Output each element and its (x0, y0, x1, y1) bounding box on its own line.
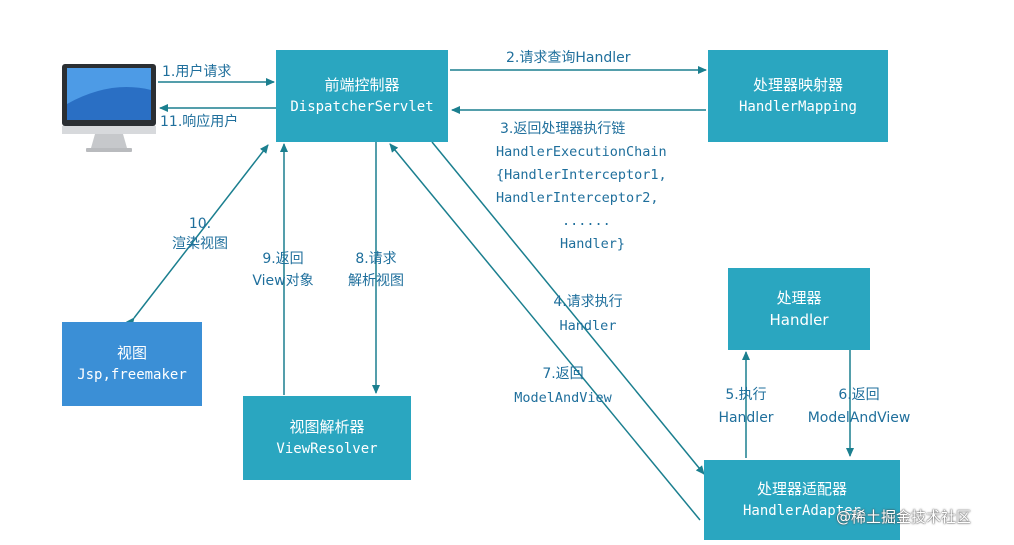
step-4-number: 4.请求执行 (553, 294, 623, 310)
mapping-cn-label: 处理器映射器 (752, 76, 843, 94)
step-11-label: 11.响应用户 (160, 114, 239, 130)
step-8-label: 8.请求 解析视图 (332, 248, 420, 292)
step-7-number: 7.返回 (542, 366, 584, 382)
step-5-text: Handler (718, 410, 774, 426)
mapping-en-label: HandlerMapping (738, 99, 857, 115)
handler-en-label: Handler (769, 311, 829, 329)
step-8-number: 8.请求 (355, 251, 397, 267)
step-5-label: 5.执行 Handler (704, 384, 788, 430)
view-resolver-box: 视图解析器 ViewResolver (243, 396, 411, 480)
arrow-4 (431, 141, 705, 475)
arrow-10 (125, 144, 269, 327)
resolver-cn-label: 视图解析器 (289, 418, 365, 436)
dispatcher-en-label: DispatcherServlet (290, 99, 434, 115)
adapter-cn-label: 处理器适配器 (756, 480, 847, 498)
handler-box: 处理器 Handler (728, 268, 870, 350)
step-7-label: 7.返回 ModelAndView (498, 362, 628, 410)
watermark: @稀土掘金技术社区 (836, 508, 972, 526)
handler-adapter-box: 处理器适配器 HandlerAdapter (704, 460, 900, 540)
step-9-number: 9.返回 (262, 251, 304, 267)
arrow-7 (389, 143, 701, 521)
resolver-en-label: ViewResolver (276, 441, 378, 457)
step-7-text: ModelAndView (514, 390, 612, 406)
step-3-interceptor2: HandlerInterceptor2, (496, 190, 659, 206)
handler-cn-label: 处理器 (776, 289, 822, 307)
computer-monitor-icon (62, 64, 156, 152)
dispatcher-servlet-box: 前端控制器 DispatcherServlet (276, 50, 448, 142)
step-9-text: View对象 (252, 273, 314, 289)
step-2-label: 2.请求查询Handler (506, 50, 631, 66)
view-cn-label: 视图 (116, 344, 147, 362)
step-4-label: 4.请求执行 Handler (528, 290, 648, 338)
step-6-text: ModelAndView (807, 410, 911, 426)
step-3-interceptor1: {HandlerInterceptor1, (496, 167, 667, 183)
step-9-label: 9.返回 View对象 (238, 248, 328, 292)
step-10-label: 10. 渲染视图 (160, 214, 240, 254)
handler-mapping-box: 处理器映射器 HandlerMapping (708, 50, 888, 142)
step-1-label: 1.用户请求 (162, 64, 232, 80)
step-3-title: 3.返回处理器执行链 (500, 121, 626, 137)
step-6-label: 6.返回 ModelAndView (796, 384, 922, 430)
view-box: 视图 Jsp,freemaker (62, 322, 202, 406)
step-10-text: 渲染视图 (172, 236, 228, 252)
step-6-number: 6.返回 (838, 387, 880, 403)
adapter-en-label: HandlerAdapter (742, 503, 861, 519)
step-3-handler: Handler} (560, 236, 626, 252)
step-4-text: Handler (559, 318, 617, 334)
step-3-label: 3.返回处理器执行链 HandlerExecutionChain {Handle… (496, 118, 667, 256)
dispatcher-cn-label: 前端控制器 (324, 76, 400, 94)
step-3-ellipsis: ...... (562, 213, 611, 229)
step-5-number: 5.执行 (725, 387, 767, 403)
view-en-label: Jsp,freemaker (77, 367, 187, 383)
step-10-number: 10. (188, 216, 212, 232)
step-8-text: 解析视图 (348, 273, 404, 289)
step-3-chain: HandlerExecutionChain (496, 144, 667, 160)
